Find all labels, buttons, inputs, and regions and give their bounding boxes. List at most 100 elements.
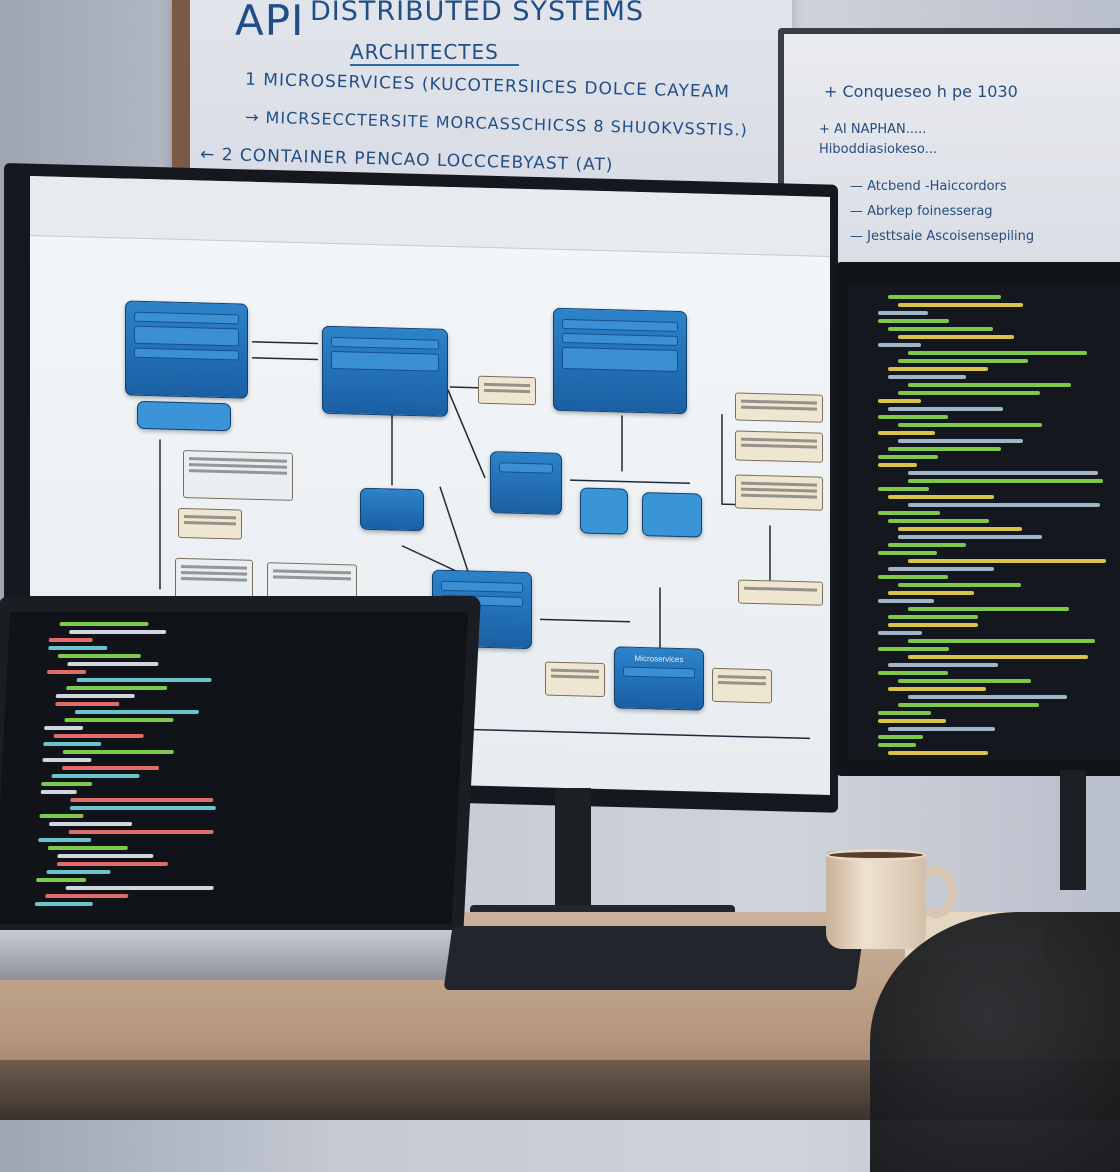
code-line [878, 487, 929, 491]
code-line [70, 798, 214, 802]
code-line [66, 686, 168, 690]
code-line [888, 519, 990, 523]
side-whiteboard-line: — Abrkep foinesserag [850, 204, 993, 219]
code-line [878, 719, 947, 723]
code-line [898, 583, 1021, 587]
code-line [898, 439, 1024, 443]
code-line [69, 630, 167, 634]
code-line [48, 646, 108, 650]
service-box[interactable] [322, 325, 448, 417]
microservices-box[interactable]: Microservices [614, 646, 704, 711]
code-line [898, 303, 1024, 307]
note-card [712, 667, 772, 704]
service-box[interactable] [553, 307, 687, 415]
whiteboard-subtitle: ARCHITECTES [350, 40, 519, 66]
code-line [878, 647, 949, 651]
code-line [62, 750, 174, 754]
code-line [878, 735, 924, 739]
code-line [64, 718, 174, 722]
side-monitor-stand [1060, 770, 1086, 890]
code-line [898, 527, 1022, 531]
code-line [51, 774, 141, 778]
code-line [65, 886, 215, 890]
service-box[interactable] [580, 487, 628, 535]
note-card [735, 430, 823, 463]
side-whiteboard-line: — Atcbend -Haiccordors [850, 179, 1007, 194]
code-line [908, 479, 1103, 483]
coffee-mug [826, 851, 926, 949]
code-line [908, 695, 1067, 699]
code-line [888, 367, 988, 371]
code-line [888, 751, 989, 755]
code-line [878, 311, 928, 315]
code-line [908, 559, 1106, 563]
code-line [888, 447, 1001, 451]
note-card [735, 474, 823, 511]
code-line [74, 710, 199, 714]
box-label: Microservices [634, 653, 684, 665]
note-card [183, 450, 293, 501]
code-line [48, 638, 93, 642]
code-line [42, 758, 92, 762]
coffee-surface [826, 849, 926, 861]
code-line [57, 854, 154, 858]
code-line [908, 639, 1096, 643]
code-line [878, 343, 922, 347]
code-line [878, 319, 950, 323]
code-line [41, 782, 93, 786]
code-line [898, 679, 1031, 683]
code-line [43, 742, 102, 746]
code-line [55, 702, 120, 706]
code-line [878, 551, 937, 555]
code-line [68, 830, 214, 834]
code-line [898, 359, 1029, 363]
service-box[interactable] [642, 492, 702, 538]
code-line [908, 503, 1101, 507]
code-line [888, 591, 975, 595]
code-line [888, 615, 978, 619]
code-line [48, 822, 133, 826]
code-line [878, 431, 935, 435]
code-line [57, 654, 142, 658]
code-line [888, 543, 966, 547]
code-line [46, 870, 111, 874]
code-line [898, 535, 1043, 539]
code-line [908, 351, 1088, 355]
code-line [878, 455, 938, 459]
code-line [878, 671, 949, 675]
code-line [61, 766, 160, 770]
code-line [67, 662, 159, 666]
keyboard[interactable] [443, 926, 865, 990]
note-card [735, 392, 823, 423]
code-line [878, 711, 932, 715]
laptop-code-screen [0, 612, 469, 924]
code-line [40, 790, 77, 794]
code-line [55, 694, 136, 698]
code-line [888, 295, 1002, 299]
monitor-stand [555, 788, 591, 913]
side-whiteboard-line: + Conqueseo h pe 1030 [824, 82, 1018, 101]
service-box[interactable] [137, 400, 231, 432]
code-line [908, 655, 1089, 659]
note-card [478, 375, 536, 406]
code-editor-screen [848, 285, 1120, 760]
code-line [59, 622, 149, 626]
code-line [53, 734, 144, 738]
service-box[interactable] [125, 300, 248, 399]
code-line [908, 607, 1070, 611]
service-box[interactable] [490, 451, 562, 515]
laptop-base [0, 930, 522, 980]
service-box[interactable] [360, 487, 424, 532]
code-line [888, 687, 987, 691]
code-line [908, 383, 1071, 387]
code-line [898, 423, 1043, 427]
code-line [888, 407, 1003, 411]
code-line [898, 703, 1039, 707]
code-line [898, 335, 1015, 339]
code-line [46, 670, 87, 674]
code-line [45, 894, 129, 898]
note-card [178, 507, 242, 540]
code-line [76, 678, 213, 682]
mug-handle [915, 866, 957, 918]
whiteboard-title: DISTRIBUTED SYSTEMS [310, 0, 645, 27]
